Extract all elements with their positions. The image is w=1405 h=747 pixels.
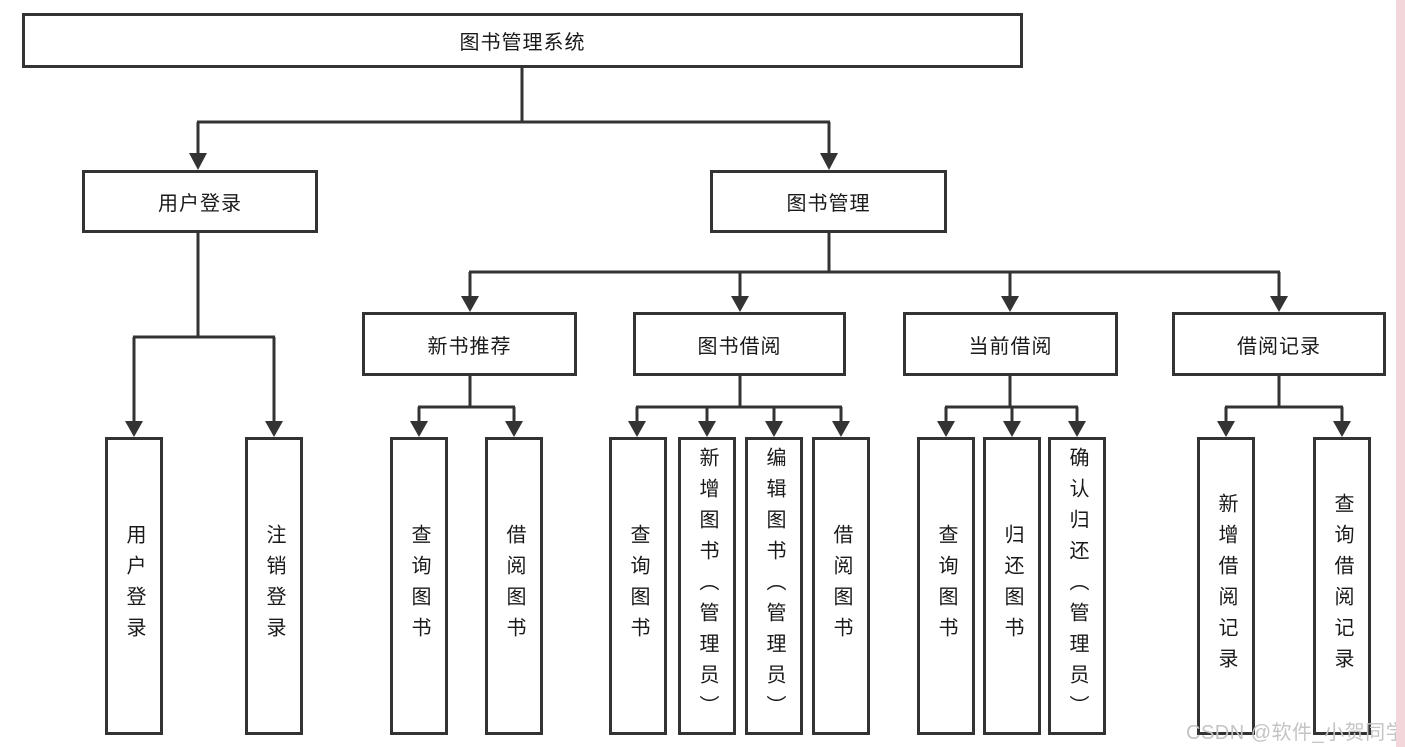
node-leaf-query-books-borrow: 查询图书 bbox=[609, 437, 667, 735]
node-leaf-add-borrow-record: 新增借阅记录 bbox=[1197, 437, 1255, 735]
node-leaf-query-books-current: 查询图书 bbox=[917, 437, 975, 735]
node-leaf-query-borrow-record: 查询借阅记录 bbox=[1313, 437, 1371, 735]
node-leaf-edit-book-admin: 编辑图书（管理员） bbox=[745, 437, 803, 735]
node-user-login: 用户登录 bbox=[82, 170, 318, 233]
node-label: 借阅记录 bbox=[1237, 335, 1321, 358]
node-label: 新书推荐 bbox=[427, 335, 512, 358]
node-leaf-user-login: 用户登录 bbox=[105, 437, 163, 735]
node-new-book-recommend: 新书推荐 bbox=[362, 312, 577, 376]
node-label: 新增借阅记录 bbox=[1215, 493, 1237, 679]
node-leaf-return-books: 归还图书 bbox=[983, 437, 1041, 735]
watermark-text: CSDN @软件_小贺同学 bbox=[1186, 722, 1405, 744]
node-leaf-borrow-books: 借阅图书 bbox=[812, 437, 870, 735]
node-label: 借阅图书 bbox=[830, 524, 852, 648]
node-label: 归还图书 bbox=[1001, 524, 1023, 648]
node-library-management-system: 图书管理系统 bbox=[22, 13, 1023, 68]
node-label: 当前借阅 bbox=[968, 335, 1053, 358]
node-label: 用户登录 bbox=[123, 524, 145, 648]
node-leaf-add-book-admin: 新增图书（管理员） bbox=[678, 437, 736, 735]
node-leaf-logout: 注销登录 bbox=[245, 437, 303, 735]
node-label: 图书借阅 bbox=[697, 335, 782, 358]
node-label: 查询图书 bbox=[935, 524, 957, 648]
node-leaf-borrow-books-rec: 借阅图书 bbox=[485, 437, 543, 735]
node-label: 查询图书 bbox=[627, 524, 649, 648]
node-book-borrowing: 图书借阅 bbox=[633, 312, 846, 376]
node-label: 查询借阅记录 bbox=[1331, 493, 1353, 679]
node-label: 查询图书 bbox=[408, 524, 430, 648]
node-book-management: 图书管理 bbox=[710, 170, 947, 233]
node-label: 借阅图书 bbox=[503, 524, 525, 648]
node-label: 新增图书（管理员） bbox=[696, 446, 718, 726]
node-leaf-query-books-rec: 查询图书 bbox=[390, 437, 448, 735]
node-label: 用户登录 bbox=[158, 193, 242, 215]
node-label: 图书管理系统 bbox=[459, 32, 586, 54]
node-label: 注销登录 bbox=[263, 524, 285, 648]
node-label: 图书管理 bbox=[786, 193, 871, 215]
csdn-pink-edge-strip bbox=[1396, 0, 1405, 747]
node-current-borrowing: 当前借阅 bbox=[903, 312, 1118, 376]
node-borrowing-records: 借阅记录 bbox=[1172, 312, 1386, 376]
node-leaf-confirm-return-admin: 确认归还（管理员） bbox=[1048, 437, 1106, 735]
node-label: 确认归还（管理员） bbox=[1066, 446, 1088, 726]
node-label: 编辑图书（管理员） bbox=[763, 446, 785, 726]
